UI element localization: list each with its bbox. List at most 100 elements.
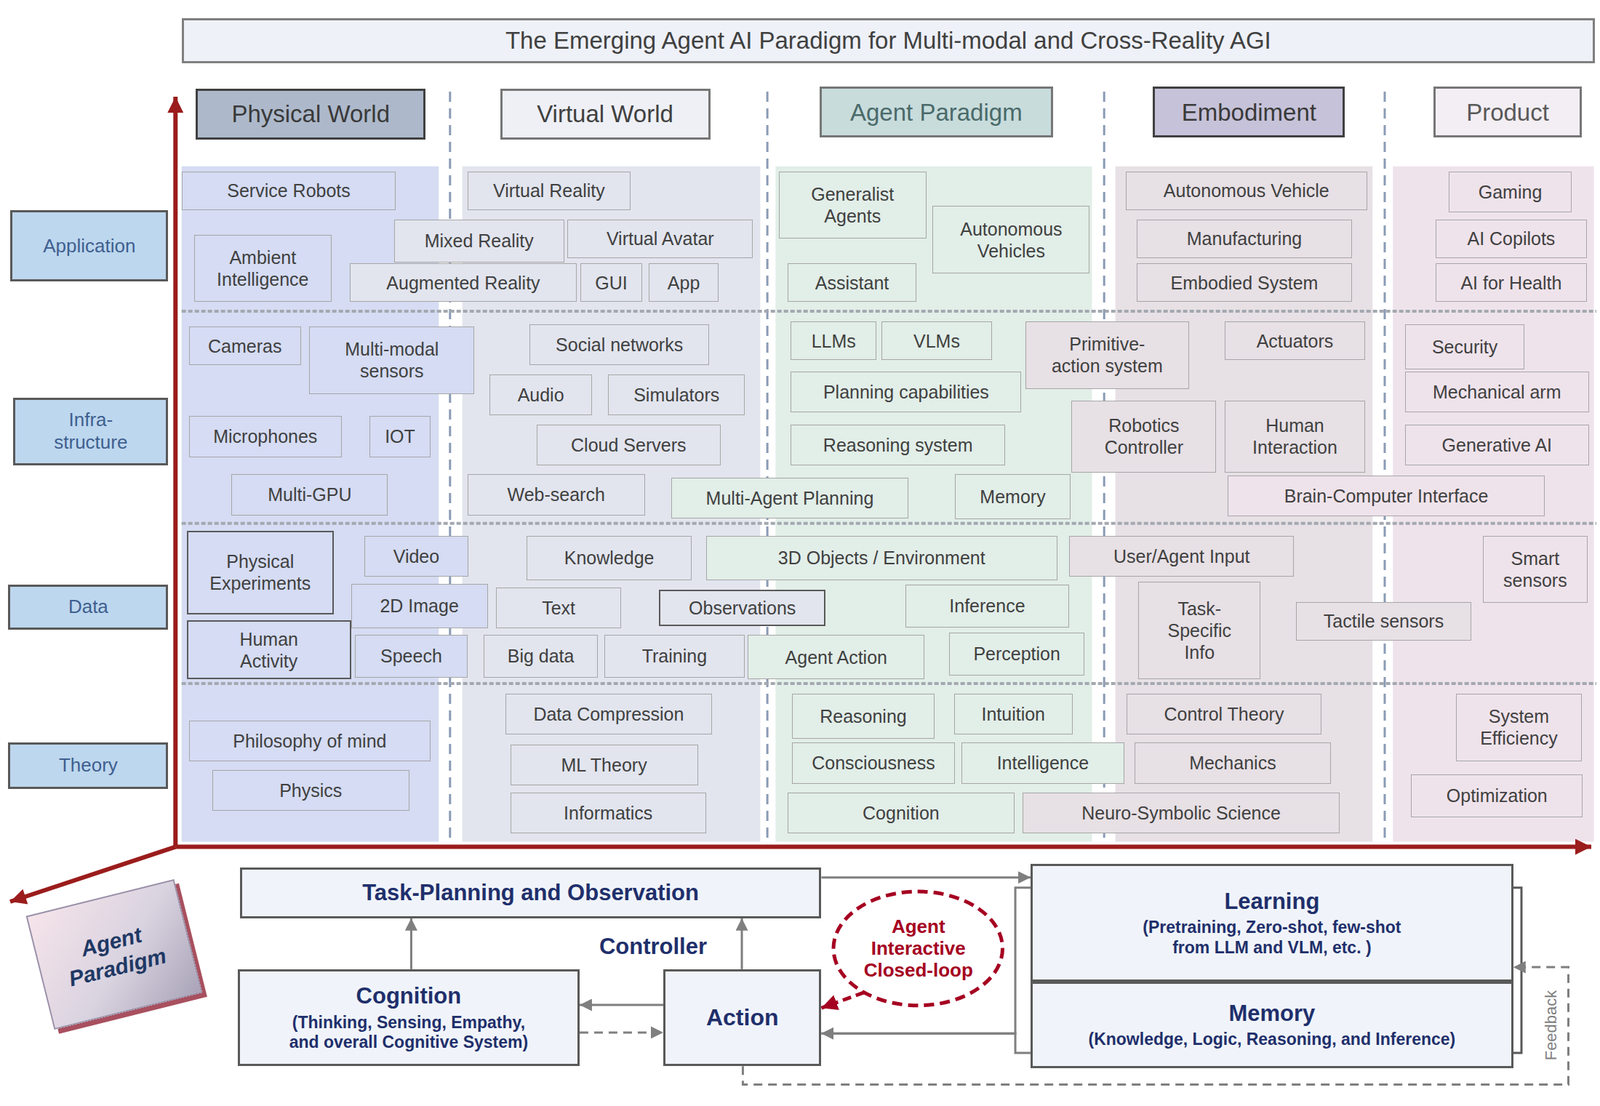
node-text: (Pretraining, Zero-shot, few-shot from L… bbox=[1133, 917, 1411, 958]
title-box: The Emerging Agent AI Paradigm for Multi… bbox=[181, 18, 1595, 64]
concept-box: Cloud Servers bbox=[536, 424, 721, 466]
node-text: Cameras bbox=[208, 335, 282, 358]
concept-box: Assistant bbox=[787, 263, 917, 302]
concept-box: Tactile sensors bbox=[1296, 602, 1472, 641]
module-box: Learning(Pretraining, Zero-shot, few-sho… bbox=[1030, 864, 1514, 982]
connector-arrow bbox=[821, 992, 864, 1008]
concept-box: Autonomous Vehicle bbox=[1125, 171, 1368, 211]
node-text: Augmented Reality bbox=[386, 272, 540, 294]
concept-box: Observations bbox=[658, 589, 826, 627]
node-text: Security bbox=[1432, 336, 1498, 358]
node-text: Generalist Agents bbox=[810, 183, 894, 227]
concept-box: Perception bbox=[949, 632, 1086, 676]
bracket bbox=[1513, 888, 1522, 1054]
node-text: Intelligence bbox=[997, 752, 1089, 774]
node-text: AI for Health bbox=[1460, 272, 1562, 294]
module-box: Memory(Knowledge, Logic, Reasoning, and … bbox=[1030, 981, 1514, 1069]
node-text: Product bbox=[1466, 98, 1550, 128]
node-text: Mechanics bbox=[1189, 752, 1277, 774]
diagram-title: The Emerging Agent AI Paradigm for Multi… bbox=[505, 26, 1272, 56]
concept-box: Cameras bbox=[189, 326, 302, 366]
node-text: Smart sensors bbox=[1503, 547, 1568, 592]
row-label: Infra- structure bbox=[13, 397, 168, 466]
concept-box: Social networks bbox=[529, 324, 710, 366]
connector-arrow bbox=[410, 918, 413, 970]
concept-box: Agent Action bbox=[747, 634, 925, 680]
node-text: LLMs bbox=[811, 330, 856, 352]
concept-box: Mixed Reality bbox=[394, 219, 565, 263]
connector-arrow bbox=[579, 1004, 664, 1007]
concept-box: Generative AI bbox=[1405, 424, 1590, 466]
node-text: Task-Planning and Observation bbox=[362, 879, 699, 907]
node-text: Text bbox=[541, 597, 576, 619]
concept-box: Intuition bbox=[954, 693, 1073, 735]
paradigm-block: Agent Paradigm bbox=[26, 879, 203, 1030]
node-text: Physical Experiments bbox=[209, 550, 311, 595]
concept-box: Brain-Computer Interface bbox=[1227, 475, 1545, 517]
node-text: Web-search bbox=[506, 483, 605, 506]
node-text: Planning capabilities bbox=[823, 381, 990, 403]
node-text: Learning bbox=[1224, 888, 1320, 915]
ellipse-shape bbox=[833, 891, 1003, 1006]
node-text: Reasoning bbox=[819, 705, 907, 728]
node-text: Memory bbox=[979, 485, 1046, 508]
node-text: Data Compression bbox=[533, 703, 684, 726]
node-text: Social networks bbox=[555, 333, 683, 356]
node-text: Action bbox=[706, 1003, 779, 1032]
connector-arrow bbox=[821, 888, 1031, 1035]
column-header: Virtual World bbox=[500, 88, 711, 140]
node-text: Autonomous Vehicle bbox=[1163, 179, 1330, 202]
concept-box: Generalist Agents bbox=[778, 171, 927, 240]
node-text: (Knowledge, Logic, Reasoning, and Infere… bbox=[1088, 1029, 1456, 1051]
node-text: Training bbox=[642, 645, 707, 667]
concept-box: GUI bbox=[580, 263, 642, 302]
node-text: Virtual World bbox=[536, 99, 674, 129]
concept-box: Planning capabilities bbox=[790, 371, 1022, 413]
node-text: Control Theory bbox=[1164, 703, 1285, 726]
concept-box: Actuators bbox=[1224, 321, 1366, 360]
node-text: (Thinking, Sensing, Empathy, and overall… bbox=[281, 1013, 536, 1054]
node-text: Actuators bbox=[1256, 330, 1334, 352]
node-text: Brain-Computer Interface bbox=[1284, 485, 1489, 507]
connector-arrow bbox=[579, 1031, 664, 1034]
node-text: Informatics bbox=[563, 802, 653, 824]
axes bbox=[10, 96, 1592, 902]
concept-box: Multi-modal sensors bbox=[309, 326, 475, 395]
node-text: Physics bbox=[279, 779, 342, 802]
concept-box: Virtual Avatar bbox=[567, 219, 753, 259]
node-text: Ambient Intelligence bbox=[216, 246, 309, 291]
concept-box: Embodied System bbox=[1136, 263, 1352, 302]
node-text: Cognition bbox=[356, 982, 462, 1010]
node-text: Observations bbox=[688, 597, 796, 619]
row-label: Theory bbox=[8, 742, 168, 789]
node-text: Speech bbox=[380, 645, 443, 667]
concept-box: Optimization bbox=[1410, 774, 1583, 818]
concept-box: Human Activity bbox=[186, 620, 352, 680]
concept-box: Inference bbox=[905, 584, 1070, 628]
concept-box: Web-search bbox=[467, 474, 646, 515]
node-text: AI Copilots bbox=[1466, 227, 1555, 250]
node-text: Autonomous Vehicles bbox=[960, 218, 1062, 262]
concept-box: App bbox=[648, 263, 718, 302]
concept-box: Cognition bbox=[787, 792, 1014, 834]
dashed-separator bbox=[448, 91, 451, 844]
node-text: Simulators bbox=[633, 384, 720, 406]
node-text: Human Interaction bbox=[1252, 414, 1338, 459]
concept-box: Gaming bbox=[1448, 171, 1571, 213]
node-text: Agent Paradigm bbox=[850, 98, 1023, 128]
row-separators bbox=[181, 311, 1597, 684]
node-text: Service Robots bbox=[226, 179, 351, 202]
concept-box: Service Robots bbox=[181, 171, 397, 211]
concept-box: Video bbox=[364, 536, 469, 577]
node-text: Gaming bbox=[1478, 181, 1543, 203]
axis-arrow bbox=[173, 96, 178, 848]
node-text: Big data bbox=[507, 645, 575, 667]
node-text: Application bbox=[42, 234, 136, 258]
edge-label: Feedback bbox=[1541, 988, 1560, 1064]
concept-box: Virtual Reality bbox=[467, 171, 631, 211]
concept-box: Intelligence bbox=[961, 742, 1125, 784]
node-text: Reasoning system bbox=[823, 434, 974, 456]
concept-box: LLMs bbox=[790, 321, 877, 360]
node-text: IOT bbox=[384, 425, 416, 448]
